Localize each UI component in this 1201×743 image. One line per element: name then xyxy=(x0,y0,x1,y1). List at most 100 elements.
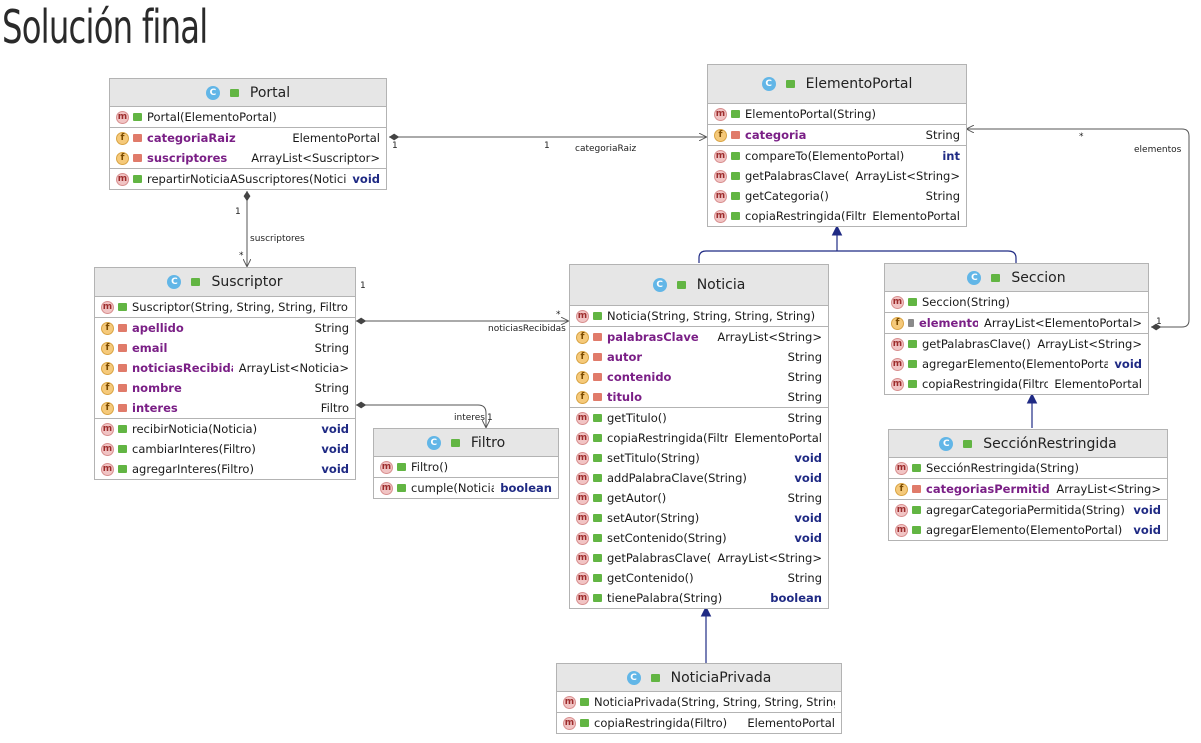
method-return-type: void xyxy=(352,172,380,186)
constructors-section: m SecciónRestringida(String) xyxy=(889,458,1167,479)
method-signature: addPalabraClave(String) xyxy=(607,471,747,485)
method-row[interactable]: m getContenido() String xyxy=(570,568,828,588)
class-seccion-header[interactable]: C Seccion xyxy=(885,264,1148,292)
assoc-suscriptores-target-mult: * xyxy=(239,251,244,261)
method-row[interactable]: m repartirNoticiaASuscriptores(Noticia) … xyxy=(110,169,386,189)
method-row[interactable]: m copiaRestringida(Filtro) ElementoPorta… xyxy=(708,206,966,226)
method-m-icon: m xyxy=(576,591,589,605)
assoc-elementos-label: elementos xyxy=(1134,145,1182,155)
field-f-icon: f xyxy=(895,482,908,496)
field-row[interactable]: f email String xyxy=(95,338,355,358)
field-name: categoria xyxy=(745,128,807,142)
field-row[interactable]: f interes Filtro xyxy=(95,398,355,418)
field-row[interactable]: f categoriasPermitidas ArrayList<String> xyxy=(889,479,1167,499)
class-suscriptor-title: Suscriptor xyxy=(211,274,283,290)
private-lock-icon xyxy=(593,333,602,341)
method-row[interactable]: m cumple(Noticia) boolean xyxy=(374,478,558,498)
class-c-icon: C xyxy=(626,670,641,685)
method-row[interactable]: m copiaRestringida(Filtro) ElementoPorta… xyxy=(885,374,1148,394)
constructor-row[interactable]: m Portal(ElementoPortal) xyxy=(110,107,386,127)
method-row[interactable]: m setTitulo(String) void xyxy=(570,448,828,468)
class-portal[interactable]: C Portal m Portal(ElementoPortal) f cate… xyxy=(109,78,387,190)
field-row[interactable]: f contenido String xyxy=(570,367,828,387)
class-elementoPortal[interactable]: C ElementoPortal m ElementoPortal(String… xyxy=(707,64,967,227)
field-type: String xyxy=(314,321,349,335)
method-row[interactable]: m getTitulo() String xyxy=(570,408,828,428)
method-row[interactable]: m setContenido(String) void xyxy=(570,528,828,548)
method-row[interactable]: m agregarElemento(ElementoPortal) void xyxy=(885,354,1148,374)
constructor-row[interactable]: m Filtro() xyxy=(374,457,558,477)
field-row[interactable]: f palabrasClave ArrayList<String> xyxy=(570,327,828,347)
assoc-noticiasRecibidas: 1 * noticiasRecibidas xyxy=(356,281,568,334)
method-return-type: void xyxy=(794,511,822,525)
method-m-icon: m xyxy=(576,511,589,525)
field-type: String xyxy=(787,370,822,384)
class-noticia-header[interactable]: C Noticia xyxy=(570,265,828,306)
class-seccionRestringida-header[interactable]: C SecciónRestringida xyxy=(889,430,1167,458)
class-seccionRestringida[interactable]: C SecciónRestringida m SecciónRestringid… xyxy=(888,429,1168,541)
class-portal-header[interactable]: C Portal xyxy=(110,79,386,107)
assoc-categoriaRaiz-label: categoriaRaiz xyxy=(575,144,637,154)
method-row[interactable]: m getPalabrasClave() ArrayList<String> xyxy=(570,548,828,568)
method-row[interactable]: m copiaRestringida(Filtro) ElementoPorta… xyxy=(557,713,841,733)
class-suscriptor-header[interactable]: C Suscriptor xyxy=(95,268,355,297)
field-row[interactable]: f categoria String xyxy=(708,125,966,145)
method-signature: repartirNoticiaASuscriptores(Noticia) xyxy=(147,172,347,186)
public-unlock-icon xyxy=(580,698,589,706)
class-seccion[interactable]: C Seccion m Seccion(String) f elementos … xyxy=(884,263,1149,395)
public-unlock-icon xyxy=(912,506,921,514)
assoc-elementos-source-mult: 1 xyxy=(1156,317,1162,327)
class-noticiaPrivada-header[interactable]: C NoticiaPrivada xyxy=(557,664,841,692)
class-noticiaPrivada[interactable]: C NoticiaPrivada m NoticiaPrivada(String… xyxy=(556,663,842,734)
method-row[interactable]: m recibirNoticia(Noticia) void xyxy=(95,419,355,439)
class-filtro[interactable]: C Filtro m Filtro() m cumple(Noticia) bo… xyxy=(373,428,559,499)
fields-section: f categoriasPermitidas ArrayList<String> xyxy=(889,479,1167,500)
field-row[interactable]: f autor String xyxy=(570,347,828,367)
class-filtro-title: Filtro xyxy=(470,434,506,451)
field-row[interactable]: f noticiasRecibidas ArrayList<Noticia> xyxy=(95,358,355,378)
field-row[interactable]: f nombre String xyxy=(95,378,355,398)
method-m-icon: m xyxy=(116,110,129,124)
method-row[interactable]: m addPalabraClave(String) void xyxy=(570,468,828,488)
class-suscriptor[interactable]: C Suscriptor m Suscriptor(String, String… xyxy=(94,267,356,480)
field-row[interactable]: f suscriptores ArrayList<Suscriptor> xyxy=(110,148,386,168)
method-row[interactable]: m agregarElemento(ElementoPortal) void xyxy=(889,520,1167,540)
class-filtro-header[interactable]: C Filtro xyxy=(374,429,558,457)
method-row[interactable]: m setAutor(String) void xyxy=(570,508,828,528)
method-row[interactable]: m getPalabrasClave() ArrayList<String> xyxy=(885,334,1148,354)
private-lock-icon xyxy=(593,353,602,361)
class-noticia[interactable]: C Noticia m Noticia(String, String, Stri… xyxy=(569,264,829,609)
method-row[interactable]: m copiaRestringida(Filtro) ElementoPorta… xyxy=(570,428,828,448)
method-row[interactable]: m agregarInteres(Filtro) void xyxy=(95,459,355,479)
method-row[interactable]: m getAutor() String xyxy=(570,488,828,508)
field-type: String xyxy=(787,390,822,404)
constructor-row[interactable]: m NoticiaPrivada(String, String, String,… xyxy=(557,692,841,712)
constructor-row[interactable]: m Seccion(String) xyxy=(885,292,1148,312)
method-row[interactable]: m compareTo(ElementoPortal) int xyxy=(708,146,966,166)
method-row[interactable]: m agregarCategoriaPermitida(String) void xyxy=(889,500,1167,520)
assoc-noticiasRecibidas-label: noticiasRecibidas xyxy=(488,324,566,334)
constructor-row[interactable]: m ElementoPortal(String) xyxy=(708,104,966,124)
constructor-row[interactable]: m SecciónRestringida(String) xyxy=(889,458,1167,478)
method-signature: getCategoria() xyxy=(745,189,829,203)
private-lock-icon xyxy=(133,134,142,142)
field-row[interactable]: f elementos ArrayList<ElementoPortal> xyxy=(885,313,1148,333)
constructor-row[interactable]: m Suscriptor(String, String, String, Fil… xyxy=(95,297,355,317)
field-f-icon: f xyxy=(101,361,114,375)
constructor-row[interactable]: m Noticia(String, String, String, String… xyxy=(570,306,828,326)
public-unlock-icon xyxy=(912,464,921,472)
method-row[interactable]: m cambiarInteres(Filtro) void xyxy=(95,439,355,459)
assoc-interes-label: interes xyxy=(454,413,485,423)
class-elementoPortal-header[interactable]: C ElementoPortal xyxy=(708,65,966,104)
assoc-suscriptores: 1 suscriptores * xyxy=(235,191,305,266)
method-row[interactable]: m getPalabrasClave() ArrayList<String> xyxy=(708,166,966,186)
field-row[interactable]: f categoriaRaiz ElementoPortal xyxy=(110,128,386,148)
public-unlock-icon xyxy=(908,380,917,388)
field-name: titulo xyxy=(607,390,642,404)
field-row[interactable]: f titulo String xyxy=(570,387,828,407)
method-row[interactable]: m tienePalabra(String) boolean xyxy=(570,588,828,608)
public-unlock-icon xyxy=(450,438,460,447)
field-name: apellido xyxy=(132,321,184,335)
method-row[interactable]: m getCategoria() String xyxy=(708,186,966,206)
field-row[interactable]: f apellido String xyxy=(95,318,355,338)
